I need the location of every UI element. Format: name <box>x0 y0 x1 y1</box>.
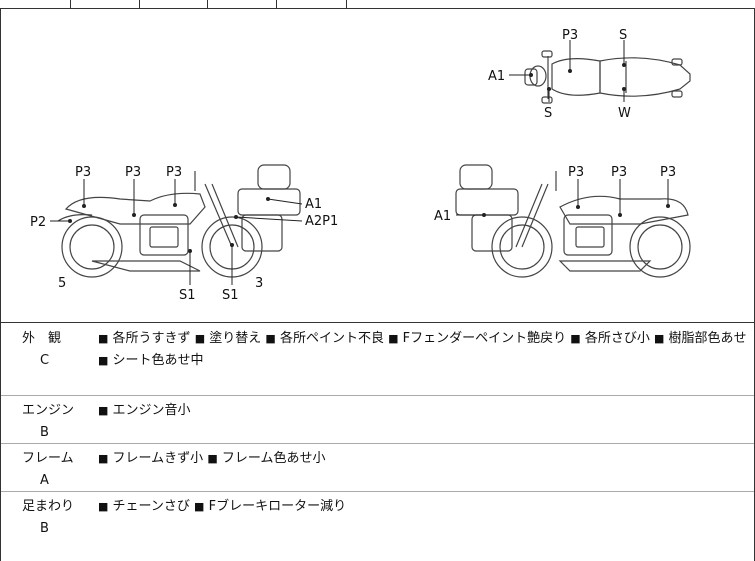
condition-items: ■ フレームきず小 ■ フレーム色あせ小 <box>98 451 326 466</box>
table-divider <box>207 0 208 8</box>
damage-code-label: P3 <box>166 165 182 180</box>
damage-code-label: P3 <box>562 28 578 43</box>
table-divider <box>0 322 755 323</box>
damage-code-label: P3 <box>660 165 676 180</box>
table-divider <box>0 443 755 444</box>
table-divider <box>276 0 277 8</box>
table-divider <box>70 0 71 8</box>
damage-code-label: W <box>618 106 631 121</box>
condition-category: フレーム A <box>4 448 80 492</box>
table-left-border <box>0 8 1 561</box>
table-divider <box>139 0 140 8</box>
condition-category: エンジン B <box>4 400 80 444</box>
condition-items: ■ チェーンさび ■ Fブレーキローター減り <box>98 499 347 514</box>
condition-items: ■ エンジン音小 <box>98 403 191 418</box>
damage-code-label: P2 <box>30 215 46 230</box>
motorcycle-damage-diagram: P3 S A1 S W P3 P3 P3 P2 A1 A2P1 5 S1 S1 … <box>30 28 691 303</box>
table-top-border <box>0 8 755 9</box>
motorcycle-left-view-icon <box>57 164 301 278</box>
category-name: 足まわり <box>22 499 75 514</box>
category-name: フレーム <box>22 451 74 466</box>
category-grade: C <box>40 353 50 368</box>
category-name: エンジン <box>22 403 75 418</box>
category-name: 外 観 <box>22 331 62 346</box>
damage-code-label: A1 <box>305 197 322 212</box>
damage-code-label: S1 <box>222 288 239 303</box>
damage-code-label: P3 <box>611 165 627 180</box>
damage-code-label: S1 <box>179 288 196 303</box>
damage-code-label: A1 <box>434 209 451 224</box>
motorcycle-top-view-icon <box>524 50 691 104</box>
damage-code-label: P3 <box>125 165 141 180</box>
damage-code-label: P3 <box>75 165 91 180</box>
table-divider <box>346 0 347 8</box>
damage-code-label: P3 <box>568 165 584 180</box>
table-divider <box>0 395 755 396</box>
category-grade: B <box>40 521 49 536</box>
table-divider <box>0 491 755 492</box>
condition-category: 足まわり B <box>4 496 80 540</box>
condition-items: ■ 各所うすきず ■ 塗り替え ■ 各所ペイント不良 ■ Fフェンダーペイント艶… <box>98 331 747 368</box>
category-grade: B <box>40 425 49 440</box>
damage-code-label: A1 <box>488 69 505 84</box>
damage-code-label: S <box>544 106 552 121</box>
condition-category: 外 観 C <box>4 328 80 372</box>
motorcycle-right-view-icon <box>455 164 691 278</box>
damage-code-label: S <box>619 28 627 43</box>
damage-code-label: 5 <box>58 276 66 291</box>
damage-code-label: 3 <box>255 276 263 291</box>
category-grade: A <box>40 473 49 488</box>
damage-code-label: A2P1 <box>305 214 338 229</box>
